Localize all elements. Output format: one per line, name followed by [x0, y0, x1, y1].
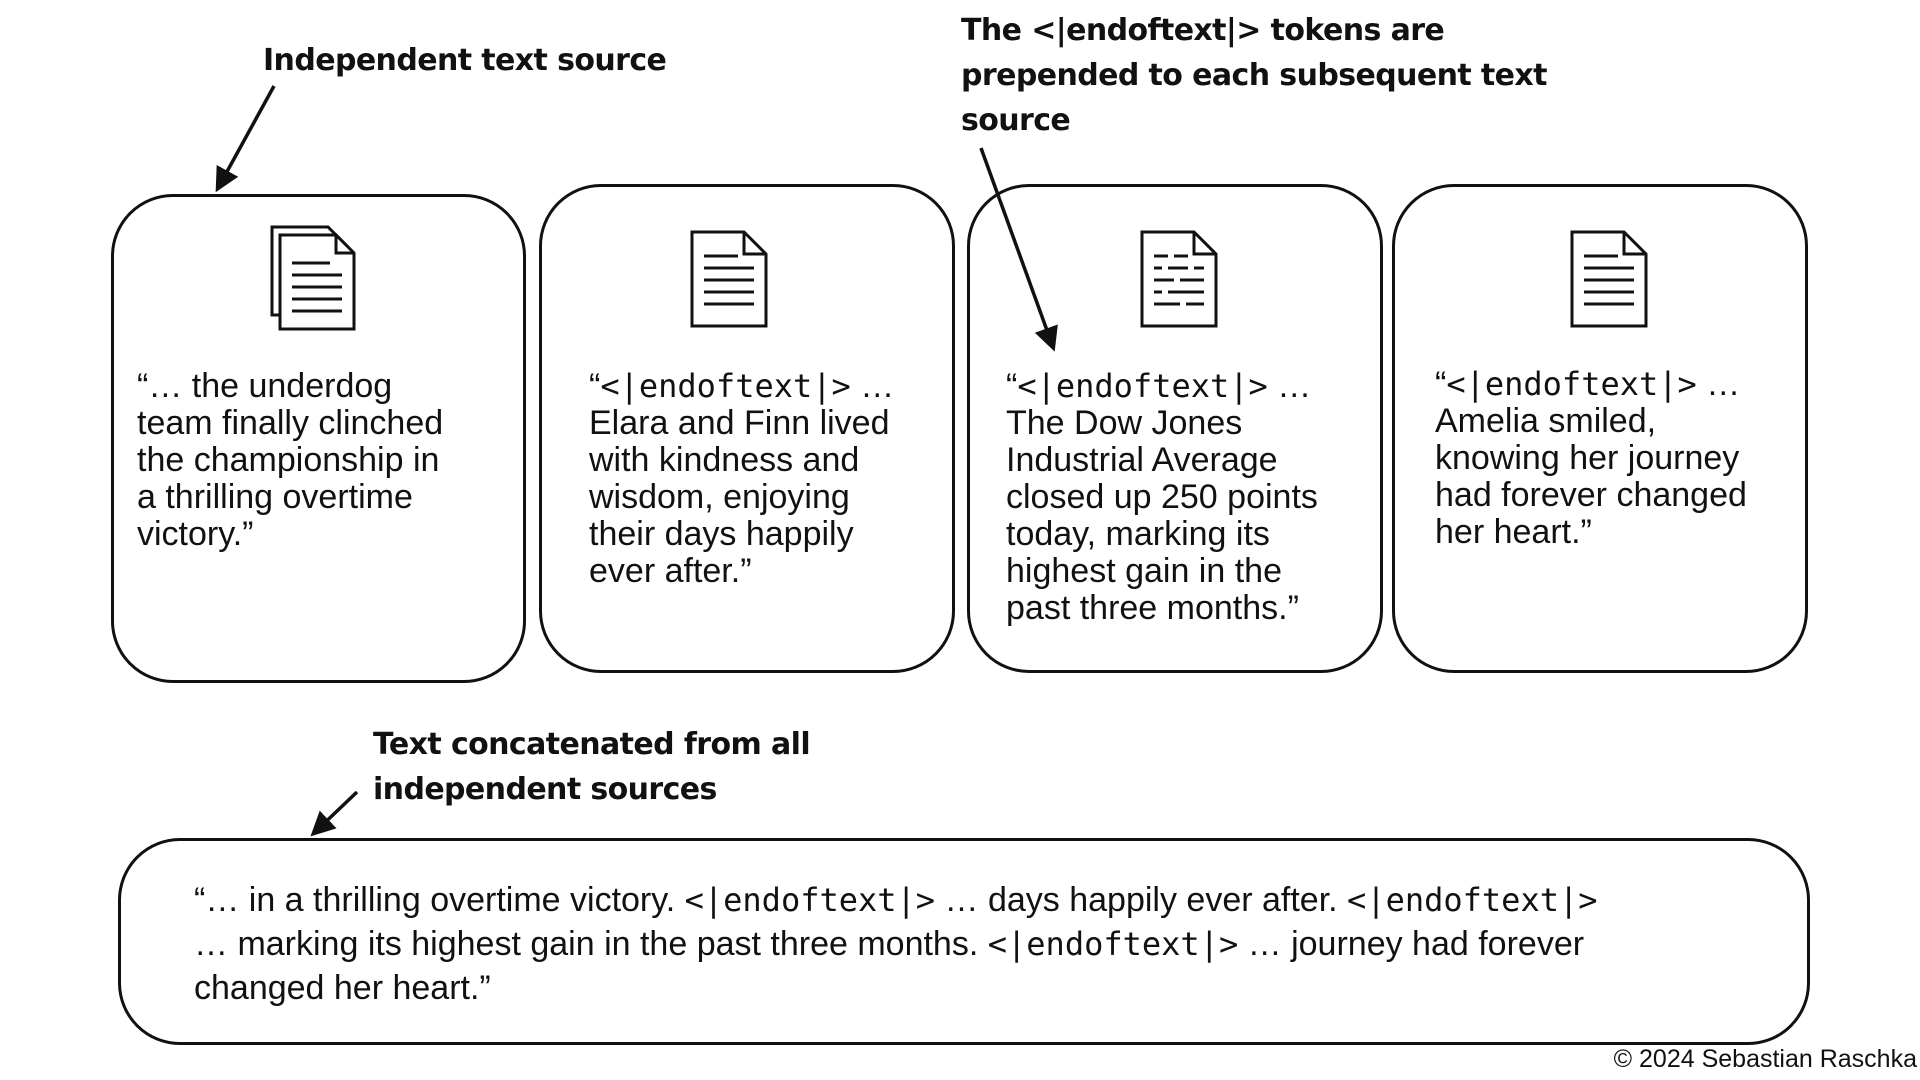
- text-segment: … days happily ever after.: [935, 881, 1348, 919]
- text-line: their days happily: [589, 515, 854, 553]
- annotation-line: source: [961, 103, 1071, 138]
- source-text-2: “<|endoftext|> … Elara and Finn lived wi…: [589, 368, 894, 590]
- document-dashed-icon: [1140, 230, 1218, 328]
- text-line: a thrilling overtime: [137, 478, 413, 516]
- annotation-line: The <|endoftext|> tokens are: [961, 13, 1445, 48]
- endoftext-token: <|endoftext|>: [1017, 367, 1268, 405]
- text-line: had forever changed: [1435, 476, 1747, 514]
- endoftext-token: <|endoftext|>: [1347, 881, 1598, 919]
- text-line: Elara and Finn lived: [589, 404, 890, 442]
- endoftext-token: <|endoftext|>: [1446, 365, 1697, 403]
- concatenated-box: [118, 838, 1810, 1045]
- text-line: … marking its highest gain in the past t…: [194, 922, 1598, 966]
- source-text-3: “<|endoftext|> … The Dow Jones Industria…: [1006, 368, 1318, 627]
- annotation-line: prepended to each subsequent text: [961, 58, 1548, 93]
- ellipsis: …: [1267, 367, 1312, 405]
- endoftext-token: <|endoftext|>: [684, 881, 936, 919]
- text-segment: “… in a thrilling overtime victory.: [194, 881, 685, 919]
- ellipsis: …: [850, 367, 895, 405]
- text-line: today, marking its: [1006, 515, 1270, 553]
- multi-document-icon: [270, 225, 356, 331]
- text-line: “<|endoftext|> …: [1006, 368, 1318, 405]
- document-icon: [690, 230, 768, 328]
- text-segment: … marking its highest gain in the past t…: [194, 925, 988, 963]
- annotation-concatenated: Text concatenated from all independent s…: [373, 722, 811, 812]
- annotation-endoftext-note: The <|endoftext|> tokens are prepended t…: [961, 8, 1548, 143]
- arrow-endoftext-note: [979, 147, 1058, 352]
- open-quote: “: [589, 367, 601, 405]
- text-line: knowing her journey: [1435, 439, 1740, 477]
- source-text-1: “… the underdog team finally clinched th…: [137, 368, 443, 553]
- text-line: “… in a thrilling overtime victory. <|en…: [194, 878, 1598, 922]
- text-line: “… the underdog: [137, 367, 393, 405]
- text-segment: … journey had forever: [1238, 925, 1585, 963]
- text-line: closed up 250 points: [1006, 478, 1318, 516]
- text-line: past three months.”: [1006, 589, 1299, 627]
- text-line: the championship in: [137, 441, 440, 479]
- text-line: highest gain in the: [1006, 552, 1282, 590]
- text-line: Industrial Average: [1006, 441, 1278, 479]
- annotation-line: independent sources: [373, 772, 717, 807]
- text-line: changed her heart.”: [194, 969, 491, 1007]
- open-quote: “: [1006, 367, 1018, 405]
- document-icon: [1570, 230, 1648, 328]
- open-quote: “: [1435, 365, 1447, 403]
- ellipsis: …: [1696, 365, 1741, 403]
- text-line: with kindness and: [589, 441, 860, 479]
- text-line: team finally clinched: [137, 404, 444, 442]
- concatenated-text: “… in a thrilling overtime victory. <|en…: [194, 878, 1598, 1010]
- copyright: © 2024 Sebastian Raschka: [1613, 1045, 1917, 1073]
- text-line: wisdom, enjoying: [589, 478, 850, 516]
- arrow-independent-source: [215, 85, 276, 193]
- text-line: Amelia smiled,: [1435, 402, 1657, 440]
- text-line: ever after.”: [589, 552, 752, 590]
- text-line: “<|endoftext|> …: [1435, 366, 1747, 403]
- text-line: The Dow Jones: [1006, 404, 1243, 442]
- endoftext-token: <|endoftext|>: [600, 367, 851, 405]
- annotation-line: Text concatenated from all: [373, 727, 811, 762]
- annotation-independent-source: Independent text source: [263, 43, 667, 78]
- text-line: victory.”: [137, 515, 254, 553]
- source-text-4: “<|endoftext|> … Amelia smiled, knowing …: [1435, 366, 1747, 551]
- text-line: her heart.”: [1435, 513, 1592, 551]
- text-line: “<|endoftext|> …: [589, 368, 894, 405]
- arrow-concatenated: [310, 790, 359, 837]
- endoftext-token: <|endoftext|>: [987, 925, 1239, 963]
